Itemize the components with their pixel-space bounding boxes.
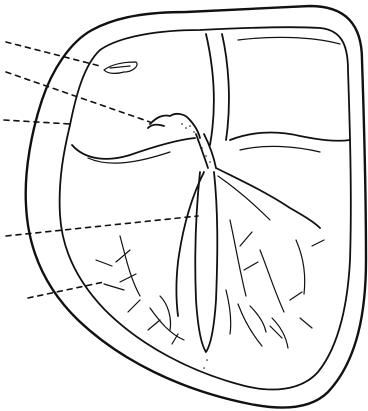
right-atrium-floor-inner <box>88 152 170 163</box>
interventricular-septum <box>195 172 217 352</box>
left-atrium-wall <box>238 37 340 44</box>
outer-heart-wall <box>26 6 366 408</box>
leader-line-2 <box>6 72 150 122</box>
purkinje-fibers-left <box>230 220 324 346</box>
sinoatrial-node <box>104 62 137 73</box>
inner-chamber-outline <box>60 27 351 389</box>
interatrial-septum <box>206 34 229 145</box>
bundle-of-his <box>196 134 216 168</box>
left-bundle-branch <box>216 168 320 228</box>
leader-line-1 <box>6 42 100 66</box>
left-atrium-floor-inner <box>240 146 320 152</box>
leader-line-4 <box>6 216 198 236</box>
atrioventricular-node <box>148 114 200 138</box>
right-atrium-floor <box>72 138 195 159</box>
right-bundle-branch <box>177 172 205 316</box>
papillary-muscles <box>160 290 288 348</box>
left-atrium-floor <box>230 133 350 141</box>
